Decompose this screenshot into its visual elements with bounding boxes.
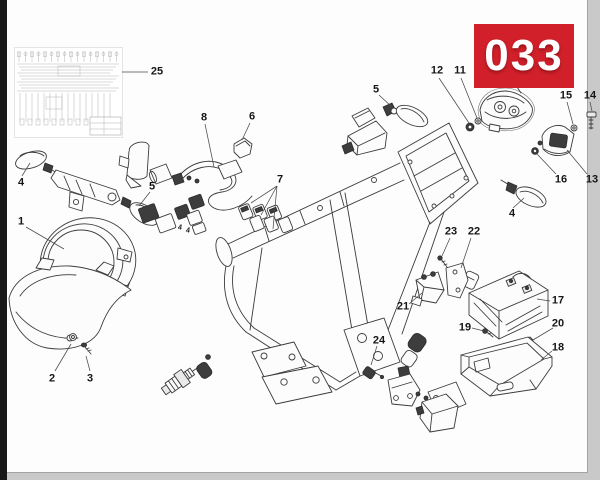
engine-mount-plates: [251, 341, 333, 405]
part-label-22: 22: [467, 225, 481, 238]
ignition-coil-assembly: [387, 332, 459, 433]
part-label-8: 8: [200, 111, 208, 124]
part-label-5: 5: [372, 83, 380, 96]
frame: [215, 122, 479, 417]
turn-signal-rear-left: [382, 102, 429, 128]
part-label-2: 2: [48, 372, 56, 385]
spark-plug: [160, 367, 201, 396]
license-plate-light: [537, 125, 575, 156]
nut-16: [531, 147, 539, 155]
starter-relay: [410, 262, 469, 307]
cdi-unit: [341, 107, 388, 156]
part-label-6: 6: [248, 110, 256, 123]
bolt-3: [81, 342, 92, 355]
wiring-harness: [138, 159, 253, 235]
spark-plug-cap: [196, 354, 213, 379]
page-number-badge: 033: [474, 24, 574, 88]
headlight-bracket: [50, 169, 121, 212]
part-label-4: 4: [178, 224, 182, 232]
wiring-schematic: [14, 47, 123, 138]
part-label-4: 4: [508, 207, 516, 220]
battery-box: [460, 336, 553, 397]
washer-15: [570, 124, 578, 132]
part-label-1: 1: [17, 215, 25, 228]
bolt-14: [586, 111, 597, 130]
leader-lines: [21, 71, 593, 372]
battery: [468, 270, 549, 340]
washer-11: [474, 117, 482, 125]
tail-light: [477, 82, 535, 133]
part-label-21: 21: [396, 300, 410, 313]
nut-2: [69, 333, 77, 341]
part-label-4: 4: [186, 227, 190, 235]
turn-signal-rear-right: [500, 179, 547, 208]
ignition-switch: [118, 141, 150, 189]
part-label-14: 14: [583, 89, 597, 102]
part-label-24: 24: [372, 334, 386, 347]
part-label-4: 4: [17, 176, 25, 189]
part-label-19: 19: [458, 321, 472, 334]
part-label-13: 13: [585, 173, 599, 186]
part-label-18: 18: [551, 341, 565, 354]
sensor-24: [362, 366, 384, 380]
switch-fuse-group: [238, 203, 294, 234]
part-label-15: 15: [559, 89, 573, 102]
part-label-11: 11: [454, 64, 466, 77]
part-label-12: 12: [430, 64, 444, 77]
part-label-5: 5: [148, 180, 156, 193]
part-label-25: 25: [150, 65, 164, 78]
grommet-12: [465, 122, 475, 132]
part-label-20: 20: [551, 317, 565, 330]
part-label-17: 17: [551, 294, 565, 307]
part-label-3: 3: [86, 372, 94, 385]
part-label-23: 23: [444, 225, 458, 238]
flasher-relay: [233, 137, 253, 159]
bolt-23: [437, 255, 448, 268]
part-label-16: 16: [554, 173, 568, 186]
part-label-7: 7: [276, 173, 284, 186]
scan-edge-bar: [0, 0, 7, 480]
